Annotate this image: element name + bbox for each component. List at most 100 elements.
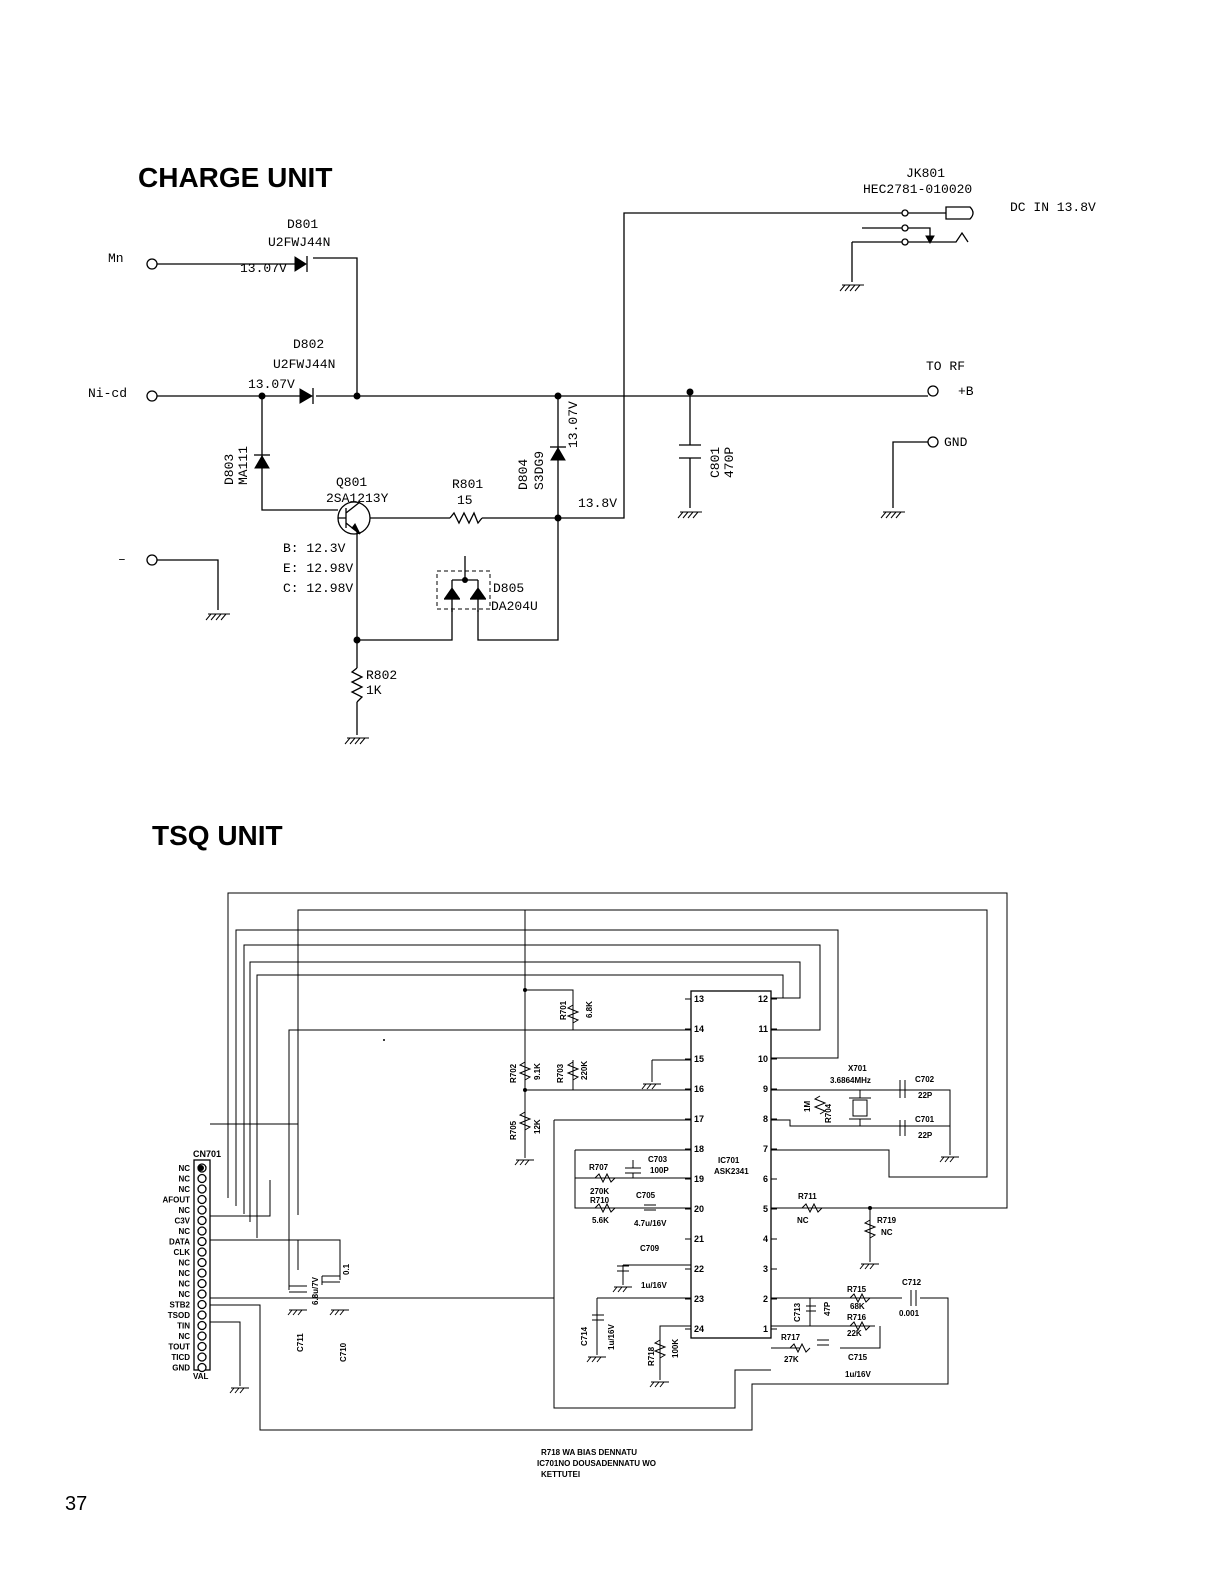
- connector-pin: [197, 1247, 207, 1257]
- connector-pin-label: GND: [172, 1364, 190, 1373]
- tsq-wire: [651, 1059, 691, 1082]
- transistor-q801: Q801 2SA1213Y B: 12.3V E: 12.98V C: 12.9…: [283, 475, 389, 596]
- d805-part: DA204U: [491, 599, 538, 614]
- connector-pin: [197, 1310, 207, 1320]
- junction-dot: [353, 392, 361, 400]
- cn701-ref: CN701: [193, 1149, 221, 1159]
- c701-value: 22P: [918, 1131, 933, 1140]
- c712-value: 0.001: [899, 1309, 920, 1318]
- r802-value: 1K: [366, 683, 382, 698]
- d801-voltage: 13.07V: [240, 261, 287, 276]
- q801-collector-voltage: C: 12.98V: [283, 581, 353, 596]
- connector-pin: [197, 1320, 207, 1331]
- ground-symbol: [939, 1156, 959, 1163]
- d804-ref: D804: [516, 459, 531, 490]
- jack-jk801: JK801 HEC2781-010020 DC IN 13.8V: [863, 166, 1096, 246]
- r703-value: 220K: [580, 1061, 589, 1080]
- tsq-wire: [210, 1297, 949, 1431]
- ground-symbol: [287, 1309, 307, 1316]
- d802-ref: D802: [293, 337, 324, 352]
- d803-ref: D803: [222, 454, 237, 485]
- tsq-wire: [771, 1089, 951, 1155]
- connector-pin-label: DATA: [169, 1238, 190, 1247]
- r701-value: 6.8K: [585, 1001, 594, 1018]
- connector-pin-label: NC: [178, 1269, 190, 1278]
- terminal-gnd: [927, 436, 939, 448]
- connector-pin-label: TSOD: [168, 1311, 190, 1320]
- connector-pin-label: NC: [178, 1280, 190, 1289]
- q801-base-voltage: B: 12.3V: [283, 541, 346, 556]
- terminal-nicd-label: Ni-cd: [88, 386, 127, 401]
- connector-pin-label: NC: [178, 1206, 190, 1215]
- c801-ref: C801: [708, 447, 723, 478]
- ic-left-pin-number: 19: [694, 1174, 704, 1184]
- tsq-wire: [553, 1119, 771, 1409]
- ground-symbol: [344, 737, 369, 745]
- c702-ref: C702: [915, 1075, 935, 1084]
- connector-pin: [197, 1331, 207, 1341]
- stray-mark: [383, 1039, 385, 1041]
- terminal-mn: [146, 258, 158, 270]
- jk801-ref: JK801: [906, 166, 945, 181]
- note-line-2: IC701NO DOUSADENNATU WO: [537, 1459, 656, 1468]
- ic-left-pin-number: 22: [694, 1264, 704, 1274]
- dc-in-label: DC IN 13.8V: [1010, 200, 1096, 215]
- wire-mn: [157, 257, 358, 396]
- wire-gnd-terminal: [892, 441, 928, 508]
- tsq-wire: [771, 1297, 902, 1349]
- ic-right-pin-number: 12: [758, 994, 768, 1004]
- tsq-component-labels: R701 6.8K R702 9.1K R703 220K R704 1M R7…: [296, 1000, 935, 1379]
- junction-dot: [868, 1206, 872, 1210]
- diode-d802: D802 U2FWJ44N 13.07V: [248, 337, 335, 404]
- connector-pin: [197, 1257, 207, 1268]
- r707-ref: R707: [589, 1163, 609, 1172]
- tsq-wire: [249, 961, 801, 1222]
- tsq-wire: [256, 974, 784, 1238]
- r718-ref: R718: [647, 1346, 656, 1366]
- wire-d803: [261, 396, 338, 511]
- tsq-unit-title: TSQ UNIT: [152, 820, 283, 851]
- r710-value: 5.6K: [592, 1216, 609, 1225]
- capacitor-c801: C801 470P: [679, 444, 737, 478]
- connector-pin: [197, 1173, 207, 1184]
- c711-value: 6.8u/7V: [311, 1276, 320, 1305]
- connector-pin: [197, 1205, 207, 1215]
- diode-d803: D803 MA111: [222, 446, 270, 485]
- ground-symbol: [329, 1309, 349, 1316]
- c703-ref: C703: [648, 1155, 668, 1164]
- r701-ref: R701: [559, 1000, 568, 1020]
- ic-right-pin-number: 10: [758, 1054, 768, 1064]
- connector-pin-label: NC: [178, 1227, 190, 1236]
- diode-d804: D804 S3DG9 13.07V: [516, 401, 581, 490]
- ground-symbol: [880, 511, 905, 519]
- r802-ref: R802: [366, 668, 397, 683]
- connector-pin: [197, 1278, 207, 1289]
- r716-value: 22K: [847, 1329, 862, 1338]
- note-line-3: KETTUTEI: [541, 1470, 580, 1479]
- ic-left-pin-number: 15: [694, 1054, 704, 1064]
- tsq-wire: [596, 1297, 691, 1355]
- connector-pin-label: NC: [178, 1290, 190, 1299]
- x701-value: 3.6864MHz: [830, 1076, 871, 1085]
- c715-value: 1u/16V: [845, 1370, 871, 1379]
- tsq-wire: [210, 1180, 271, 1217]
- r704-value: 1M: [803, 1101, 812, 1112]
- ic-right-pin-number: 6: [763, 1174, 768, 1184]
- c701-ref: C701: [915, 1115, 935, 1124]
- c705-ref: C705: [636, 1191, 656, 1200]
- c703-value: 100P: [650, 1166, 669, 1175]
- q801-emitter-voltage: E: 12.98V: [283, 561, 353, 576]
- connector-pin-label: NC: [178, 1185, 190, 1194]
- wire-minus: [157, 559, 219, 610]
- terminal-plus-b: [927, 385, 939, 397]
- connector-pin-label: C3V: [174, 1217, 190, 1226]
- ic-left-pin-number: 21: [694, 1234, 704, 1244]
- terminal-mn-label: Mn: [108, 251, 124, 266]
- r702-ref: R702: [509, 1063, 518, 1083]
- ground-symbol: [586, 1356, 606, 1363]
- r710-ref: R710: [590, 1196, 610, 1205]
- tsq-component-symbols: [289, 1004, 917, 1359]
- connector-pin: [197, 1184, 207, 1194]
- ground-symbol: [229, 1387, 249, 1394]
- cn701-val-label: VAL: [193, 1372, 209, 1381]
